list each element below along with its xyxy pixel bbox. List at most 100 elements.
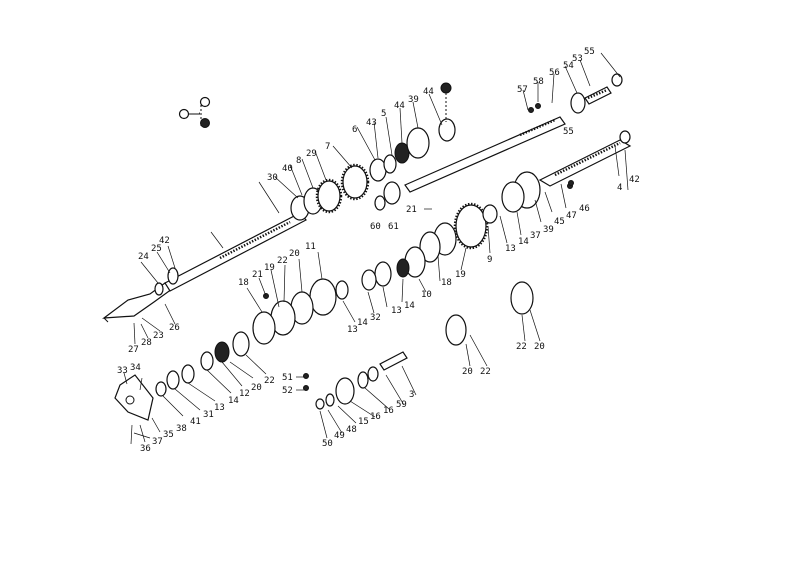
callout-24: 24 — [138, 252, 149, 262]
callout-41: 41 — [190, 417, 201, 427]
callout-labels: 55 53 54 56 58 57 55 44 39 44 5 43 6 7 2… — [117, 47, 640, 454]
callout-56: 56 — [549, 68, 560, 78]
callout-21-left: 21 — [252, 270, 263, 280]
callout-36: 36 — [140, 444, 151, 454]
callout-19-mid: 19 — [455, 270, 466, 280]
callout-20-left: 20 — [251, 383, 262, 393]
gear-18-left — [252, 311, 276, 345]
gear-11 — [309, 278, 337, 316]
callout-13-mid: 13 — [391, 306, 402, 316]
callout-16-a: 16 — [383, 406, 394, 416]
callout-30: 30 — [267, 173, 278, 183]
callout-52: 52 — [282, 386, 293, 396]
callout-14-mid-b: 14 — [357, 318, 368, 328]
bearing-44 — [406, 127, 430, 159]
counter-shaft-assembly — [155, 202, 498, 397]
main-shaft-assembly — [404, 73, 632, 213]
callout-25: 25 — [151, 244, 162, 254]
legend-circle-3 — [200, 118, 210, 128]
gear-18-mid — [419, 231, 441, 263]
callout-22-right: 22 — [516, 342, 527, 352]
callout-22-mid: 22 — [277, 256, 288, 266]
callout-18-mid: 18 — [441, 278, 452, 288]
ring-43 — [383, 154, 397, 174]
callout-46: 46 — [579, 204, 590, 214]
gear-15 — [335, 377, 355, 405]
callout-32: 32 — [370, 313, 381, 323]
idler-shaft-3 — [379, 351, 408, 371]
callout-59: 59 — [396, 400, 407, 410]
callout-43: 43 — [366, 118, 377, 128]
cover-plate — [114, 374, 154, 421]
callout-11: 11 — [305, 242, 316, 252]
bearing-39 — [438, 118, 456, 142]
callout-23: 23 — [153, 331, 164, 341]
callout-14-left: 14 — [228, 396, 239, 406]
callout-39-right: 39 — [543, 225, 554, 235]
shaft-ring-25 — [167, 267, 179, 285]
callout-16-b: 16 — [370, 412, 381, 422]
ring-14-mid — [374, 261, 392, 287]
callout-27: 27 — [128, 345, 139, 355]
callout-21-mid: 21 — [406, 205, 417, 215]
callout-42-left: 42 — [159, 236, 170, 246]
callout-49: 49 — [334, 431, 345, 441]
callout-34: 34 — [130, 363, 141, 373]
callout-19-left: 19 — [264, 263, 275, 273]
callout-45: 45 — [554, 217, 565, 227]
callout-40-top: 40 — [282, 164, 293, 174]
upper-shaft-body — [164, 212, 307, 292]
callout-31: 31 — [203, 410, 214, 420]
callout-44: 44 — [423, 87, 434, 97]
callout-39-top: 39 — [408, 95, 419, 105]
callout-55-top: 55 — [584, 47, 595, 57]
legend-circle-1 — [178, 108, 190, 120]
callout-14-right: 14 — [518, 237, 529, 247]
callout-3: 3 — [409, 390, 414, 400]
callout-10: 10 — [421, 290, 432, 300]
ring-55 — [611, 73, 623, 87]
leader-lines — [123, 52, 629, 445]
callout-20-mid: 20 — [289, 249, 300, 259]
callout-60: 60 — [370, 222, 381, 232]
nut-top — [440, 82, 452, 94]
reverse-idler-group — [303, 351, 408, 410]
snap-ring-20-bottom — [445, 314, 467, 346]
callout-53: 53 — [572, 54, 583, 64]
callout-12: 12 — [239, 389, 250, 399]
callout-26: 26 — [169, 323, 180, 333]
cover-plate-group — [114, 374, 154, 421]
callout-20-bottom: 20 — [462, 367, 473, 377]
callout-61: 61 — [388, 222, 399, 232]
callout-33: 33 — [117, 366, 128, 376]
callout-51: 51 — [282, 373, 293, 383]
callout-57: 57 — [517, 85, 528, 95]
callout-42-right: 42 — [629, 175, 640, 185]
ring-13-right — [482, 204, 498, 224]
callout-6: 6 — [352, 125, 357, 135]
gear-37-right — [501, 181, 525, 213]
callout-54: 54 — [563, 61, 574, 71]
legend-group — [178, 96, 211, 128]
callout-13-right: 13 — [505, 244, 516, 254]
shaft-ring-24 — [154, 282, 164, 296]
callout-58: 58 — [533, 77, 544, 87]
callout-22-bottom: 22 — [480, 367, 491, 377]
callout-7: 7 — [325, 142, 330, 152]
main-shaft-body — [404, 116, 566, 193]
callout-13-left: 13 — [214, 403, 225, 413]
callout-9: 9 — [487, 255, 492, 265]
ring-13-mid — [335, 280, 349, 300]
ring-16 — [357, 371, 369, 389]
legend-circle-2 — [199, 96, 211, 108]
callout-22-left: 22 — [264, 376, 275, 386]
callout-15: 15 — [358, 417, 369, 427]
callout-8: 8 — [296, 156, 301, 166]
bearing-54 — [570, 92, 586, 114]
callout-48: 48 — [346, 425, 357, 435]
ring-31 — [166, 370, 180, 390]
ring-32 — [361, 269, 377, 291]
callout-50: 50 — [322, 439, 333, 449]
callout-18-left: 18 — [238, 278, 249, 288]
